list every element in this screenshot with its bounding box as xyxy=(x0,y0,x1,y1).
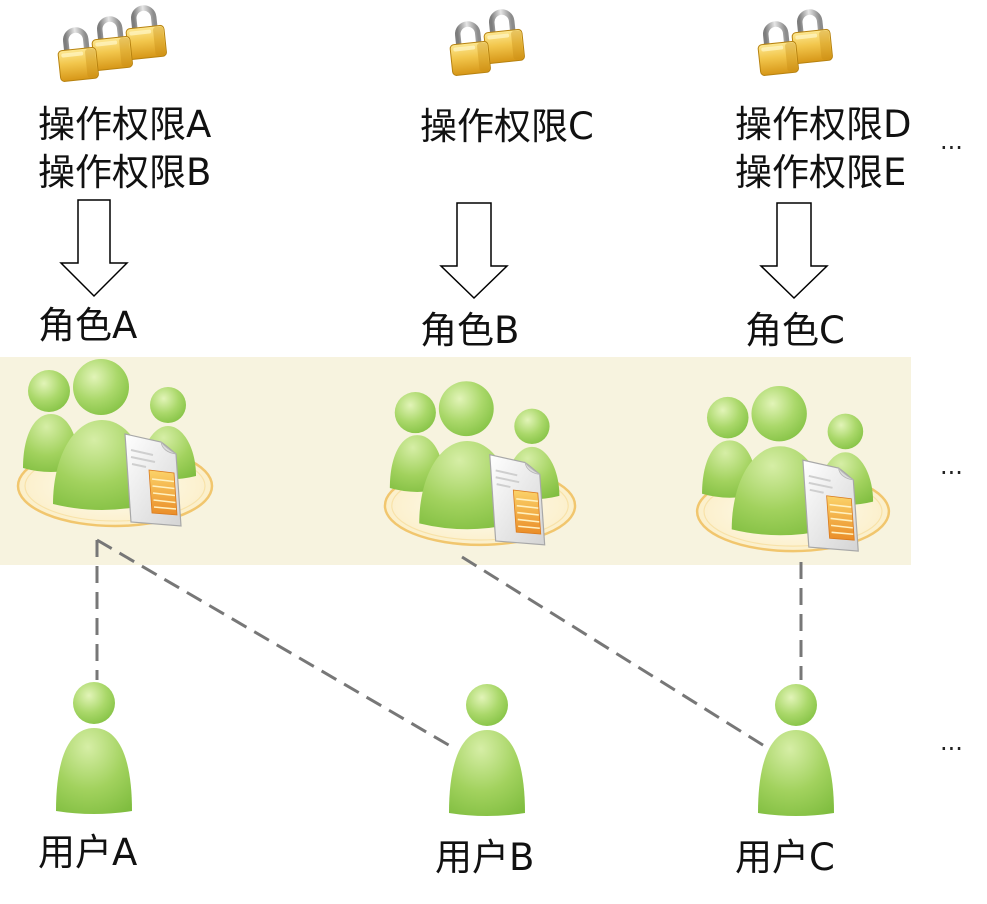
permission-list-c: 操作权限C xyxy=(420,103,594,151)
down-arrow-icon xyxy=(59,199,129,298)
more-users-ellipsis: ... xyxy=(940,728,963,756)
permission-label: 操作权限B xyxy=(38,151,212,194)
dashed-connector xyxy=(461,555,767,749)
down-arrow-icon xyxy=(439,202,509,300)
user-label: 用户A xyxy=(38,831,138,874)
permission-list-a: 操作权限A 操作权限B xyxy=(38,101,211,197)
user-icon xyxy=(449,684,525,816)
padlock-icon xyxy=(448,22,491,76)
padlock-icon xyxy=(56,28,99,82)
user-icon xyxy=(758,684,834,816)
permission-label: 操作权限D xyxy=(735,103,912,146)
permission-label: 操作权限A xyxy=(38,103,212,146)
user-role-connectors xyxy=(95,538,803,749)
role-label: 角色A xyxy=(38,304,138,347)
user-label: 用户B xyxy=(435,836,535,879)
permission-icon-group-a xyxy=(56,6,167,82)
permission-list-de: 操作权限D 操作权限E xyxy=(735,101,912,197)
permission-icon-group-c xyxy=(448,10,525,76)
user-icons xyxy=(56,682,834,816)
user-icon xyxy=(56,682,132,814)
down-arrow-icon xyxy=(759,202,829,300)
grant-arrows xyxy=(59,199,829,300)
user-label: 用户C xyxy=(735,836,835,879)
permission-icon-group-de xyxy=(756,10,833,76)
dashed-connector xyxy=(96,538,453,749)
more-roles-ellipsis: ... xyxy=(940,452,963,480)
padlock-icon xyxy=(756,22,799,76)
role-label: 角色B xyxy=(420,309,520,352)
role-label: 角色C xyxy=(745,309,845,352)
permission-label: 操作权限C xyxy=(420,105,594,148)
more-permissions-ellipsis: ... xyxy=(940,127,963,155)
permission-label: 操作权限E xyxy=(735,151,907,194)
